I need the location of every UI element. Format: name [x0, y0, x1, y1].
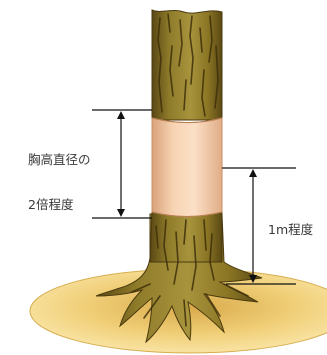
band-height-label: 胸高直径の 2倍程度: [28, 122, 91, 242]
ground-height-label: 1m程度: [268, 222, 314, 237]
ground-height-dimension: [222, 167, 296, 285]
tree-trunk-upper: [151, 9, 223, 121]
band-top-edge: [151, 117, 223, 123]
band-bottom-edge: [151, 211, 223, 217]
trunk-wrap-band: [151, 117, 223, 217]
bark-texture: [131, 13, 249, 327]
band-height-dimension: [92, 109, 152, 219]
band-height-label-line1: 胸高直径の: [28, 152, 91, 167]
band-height-label-line2: 2倍程度: [28, 197, 74, 212]
